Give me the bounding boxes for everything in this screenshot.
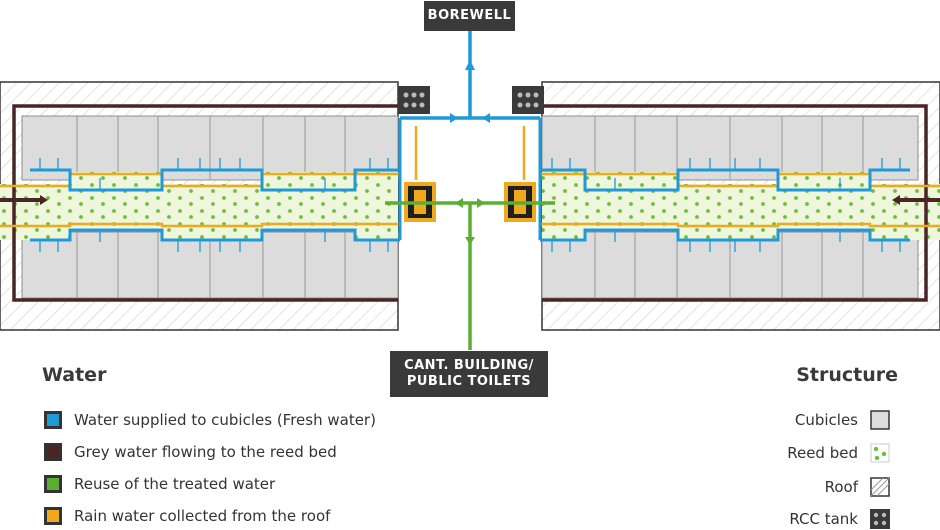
left-rcc-tank [398, 86, 430, 114]
left-building [0, 81, 436, 331]
cubicle-swatch-icon [870, 410, 890, 430]
right-grey-water-loop [542, 104, 928, 302]
legend-label: Reed bed [787, 444, 858, 462]
legend-label: Cubicles [794, 411, 858, 429]
right-rain-channel-bottom [540, 222, 940, 228]
legend-rain-water: Rain water collected from the roof [44, 507, 330, 525]
grey-water-swatch [44, 443, 62, 461]
legend-label: Grey water flowing to the reed bed [74, 443, 337, 461]
water-system-diagram [0, 30, 940, 350]
legend-fresh-water: Water supplied to cubicles (Fresh water) [44, 411, 376, 429]
legend-label: Reuse of the treated water [74, 475, 276, 493]
structure-legend-heading: Structure [796, 364, 898, 386]
rcc-tank-swatch-icon [870, 509, 890, 529]
right-supply-ticks [551, 158, 901, 252]
legend-label: RCC tank [789, 510, 858, 528]
legend-reed-bed: Reed bed [787, 443, 890, 463]
right-fresh-water-bottom [540, 228, 910, 242]
legend-label: Roof [824, 478, 858, 496]
left-fresh-water-top [30, 168, 400, 192]
legend-roof: Roof [825, 477, 890, 497]
left-fresh-water-bottom [30, 228, 400, 242]
borewell-label: BOREWELL [424, 1, 515, 31]
left-supply-ticks [39, 158, 389, 252]
roof-hatch-swatch-icon [870, 477, 890, 497]
legend-grey-water: Grey water flowing to the reed bed [44, 443, 337, 461]
right-cubicles-bottom [541, 231, 919, 299]
legend-label: Rain water collected from the roof [74, 507, 331, 525]
canteen-toilets-label: CANT. BUILDING/ PUBLIC TOILETS [390, 351, 548, 397]
right-rcc-tank [512, 86, 544, 114]
reed-bed-swatch-icon [870, 443, 890, 463]
left-cubicles-bottom [21, 231, 399, 299]
central-fresh-water-line [400, 30, 540, 123]
rain-water-swatch [44, 507, 62, 525]
legend-rcc-tank: RCC tank [789, 509, 890, 529]
central-reuse-line [385, 198, 555, 350]
legend-reuse-water: Reuse of the treated water [44, 475, 275, 493]
left-grey-water-loop [12, 104, 398, 302]
fresh-water-swatch [44, 411, 62, 429]
reuse-water-swatch [44, 475, 62, 493]
borewell-text: BOREWELL [427, 8, 512, 23]
canteen-line-2: PUBLIC TOILETS [406, 374, 532, 389]
left-rain-channel-bottom [0, 222, 400, 228]
right-fresh-water-top [540, 168, 910, 192]
right-building [504, 81, 940, 331]
canteen-line-1: CANT. BUILDING/ [404, 358, 534, 373]
water-legend-heading: Water [42, 364, 107, 386]
legend-label: Water supplied to cubicles (Fresh water) [74, 411, 376, 429]
legend-cubicles: Cubicles [795, 410, 890, 430]
